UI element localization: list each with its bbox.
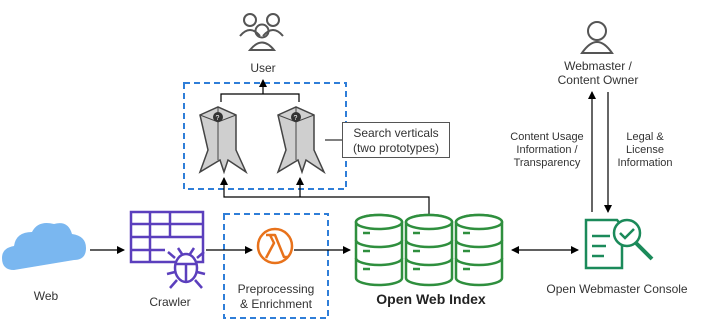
search-vertical-icon: ? xyxy=(198,106,248,175)
crawler-label: Crawler xyxy=(149,295,191,309)
preprocessing-label-line2: & Enrichment xyxy=(239,297,313,311)
web-label: Web xyxy=(33,289,59,303)
webmaster-label-line1: Webmaster / xyxy=(564,59,632,73)
open-webmaster-console-label: Open Webmaster Console xyxy=(546,282,688,296)
person-icon xyxy=(580,21,614,54)
svg-text:?: ? xyxy=(294,115,298,122)
content-usage-label-line2: Information / xyxy=(516,144,578,156)
cloud-icon xyxy=(2,223,86,270)
svg-text:?: ? xyxy=(216,115,220,122)
user-label: User xyxy=(250,61,276,75)
legal-label-line2: License xyxy=(626,144,664,156)
legal-label-line3: Information xyxy=(617,157,673,169)
users-icon xyxy=(239,13,284,51)
content-usage-label-line3: Transparency xyxy=(513,157,581,169)
search-verticals-callout: Search verticals (two prototypes) xyxy=(342,122,450,158)
database-icon xyxy=(404,213,454,287)
legal-label-line1: Legal & xyxy=(626,131,664,143)
lambda-icon xyxy=(256,227,294,265)
open-web-index-label: Open Web Index xyxy=(376,291,486,307)
search-vertical-icon: ? xyxy=(276,106,326,175)
preprocessing-label-line1: Preprocessing xyxy=(237,282,315,296)
console-icon xyxy=(584,218,654,270)
search-verticals-label-line1: Search verticals xyxy=(353,126,439,140)
database-icon xyxy=(354,213,404,287)
content-usage-label-line1: Content Usage xyxy=(510,131,584,143)
preprocessing-dashed-box xyxy=(223,213,329,319)
database-icon xyxy=(454,213,504,287)
crawler-icon xyxy=(129,210,206,289)
search-verticals-label-line2: (two prototypes) xyxy=(352,141,440,155)
webmaster-label-line2: Content Owner xyxy=(557,73,639,87)
